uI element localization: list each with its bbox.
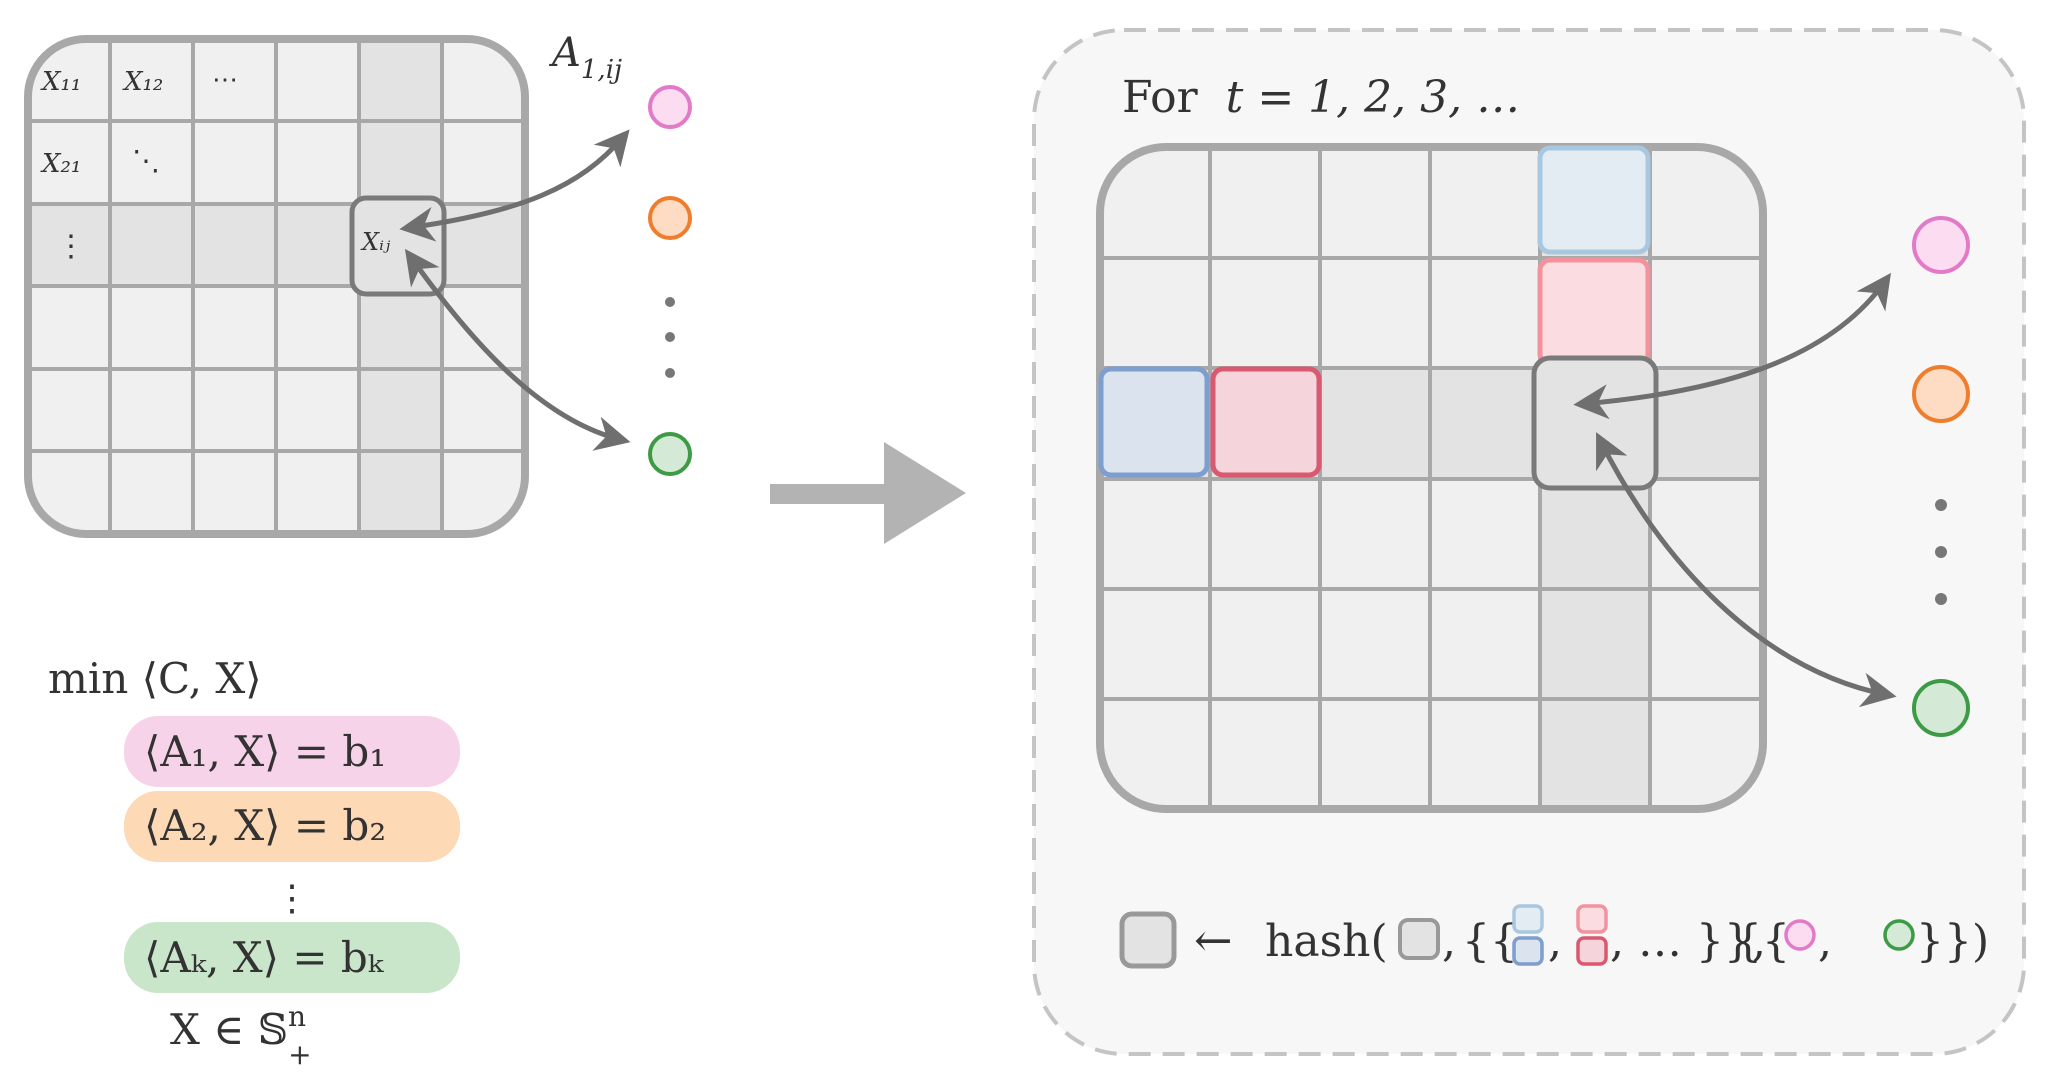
right-node-orange (1912, 365, 1970, 423)
hash-comma-1: , (1442, 916, 1456, 967)
constraint-k-bg (124, 922, 460, 993)
hash-comma-2: , (1548, 916, 1562, 967)
right-matrix (1096, 143, 1767, 813)
left-dot-1 (665, 297, 675, 307)
right-arrow-to-pink (1573, 272, 1892, 420)
label-a1ij: A1,ij (548, 30, 622, 85)
hash-self-cell (1398, 918, 1440, 960)
transform-arrow (770, 442, 966, 544)
right-dot-3 (1935, 593, 1947, 605)
cell-ddots: ⋱ (132, 144, 160, 177)
right-dot-2 (1935, 546, 1947, 558)
right-arrow-to-green (1596, 432, 1897, 708)
constraint-vdots: ⋮ (274, 878, 310, 919)
right-constraint-nodes (1912, 216, 1970, 737)
left-constraint-nodes (648, 85, 692, 476)
hash-icon-light-blue (1512, 904, 1544, 934)
objective: min ⟨C, X⟩ (48, 654, 262, 703)
right-node-green (1912, 679, 1970, 737)
constraint-1: ⟨A₁, X⟩ = b₁ (144, 727, 386, 776)
constraint-2: ⟨A₂, X⟩ = b₂ (144, 801, 386, 850)
constraint-k: ⟨Aₖ, X⟩ = bₖ (144, 933, 385, 982)
hash-open-multiset-2: {{ (1734, 916, 1790, 967)
left-dot-2 (665, 332, 675, 342)
right-selected-cell (1531, 355, 1659, 491)
hash-comma-5: , (1818, 916, 1832, 967)
hash-icon-blue (1512, 936, 1544, 966)
cell-hdots: ⋯ (212, 65, 238, 95)
hash-target-cell (1119, 911, 1177, 969)
hash-open-multiset-1: {{ (1462, 916, 1518, 967)
neighbor-cell-light-blue (1537, 145, 1651, 255)
left-arrow-to-pink (399, 129, 630, 242)
left-matrix: X₁₁ X₁₂ ⋯ X₂₁ ⋱ ⋮ Xᵢⱼ (24, 35, 529, 538)
hash-icon-green-node (1883, 919, 1915, 951)
sdp-formulation: min ⟨C, X⟩ ⟨A₁, X⟩ = b₁ ⟨A₂, X⟩ = b₂ ⋮ ⟨… (48, 654, 460, 1071)
left-node-orange (648, 196, 692, 240)
hash-assign-arrow: ← (1194, 913, 1233, 967)
left-node-green (648, 432, 692, 476)
right-dot-1 (1935, 499, 1947, 511)
hash-update-formula: ← hash( , {{ , , … }}, {{ , }}) (1119, 904, 1989, 969)
hash-function-name: hash( (1265, 916, 1388, 967)
psd-domain: X ∈ 𝕊n+ (170, 1000, 312, 1071)
neighbor-cell-light-red (1537, 257, 1651, 367)
neighbor-cell-red (1210, 366, 1322, 478)
left-node-pink (648, 85, 692, 129)
hash-icon-pink-node (1784, 919, 1816, 951)
cell-vdots: ⋮ (56, 229, 86, 264)
cell-x12: X₁₂ (122, 67, 163, 97)
cell-xij: Xᵢⱼ (360, 228, 391, 256)
hash-icon-red (1576, 936, 1608, 966)
cell-x21: X₂₁ (40, 149, 81, 179)
cell-x11: X₁₁ (40, 67, 81, 97)
constraint-1-bg (124, 716, 460, 787)
hash-close: }}) (1916, 916, 1989, 967)
neighbor-cell-blue (1098, 366, 1210, 478)
left-arrow-to-green (404, 248, 631, 451)
right-node-pink (1912, 216, 1970, 274)
constraint-2-bg (124, 791, 460, 862)
hash-icon-light-red (1576, 904, 1608, 934)
hash-ellipsis-close: , … }}, (1610, 916, 1766, 967)
left-dot-3 (665, 368, 675, 378)
